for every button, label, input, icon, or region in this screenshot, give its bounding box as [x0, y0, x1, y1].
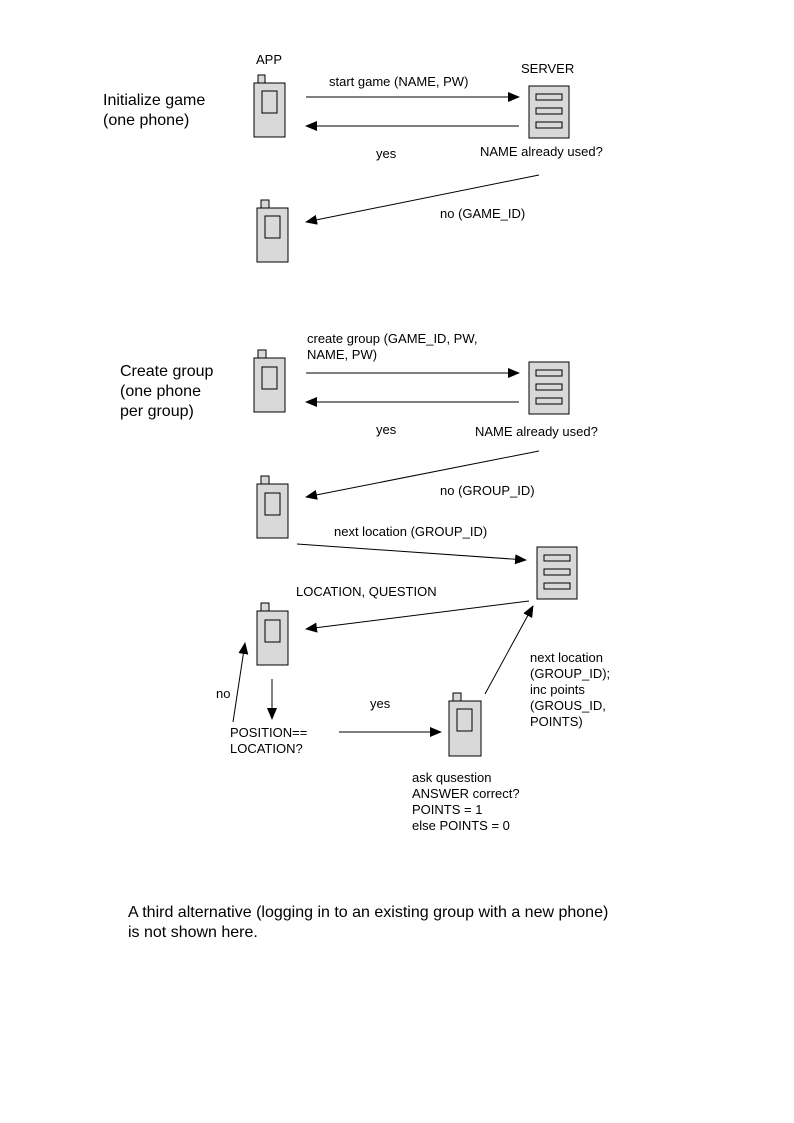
init-title: Initialize game (one phone) [103, 92, 206, 129]
server-icon [528, 361, 570, 415]
yes-label: yes [370, 696, 391, 711]
server-icon [536, 546, 578, 600]
phone-icon [253, 349, 286, 413]
arrow-location-question [305, 600, 530, 633]
arrow-no-game-id [305, 174, 540, 225]
yes-label: yes [376, 146, 397, 161]
next-location-label: next location (GROUP_ID) [334, 524, 488, 539]
position-check-label: POSITION== LOCATION? [230, 725, 308, 756]
no-label: no [216, 686, 231, 701]
server-icon [528, 85, 570, 139]
next-location-inc-points-label: next location (GROUP_ID); inc points (GR… [530, 650, 611, 729]
phone-icon [253, 74, 286, 138]
name-used-label: NAME already used? [475, 424, 598, 439]
phone-icon [256, 475, 289, 539]
footnote: A third alternative (logging in to an ex… [128, 904, 609, 941]
create-group-label: create group (GAME_ID, PW, NAME, PW) [307, 331, 478, 362]
arrow-next-location [296, 543, 527, 565]
start-game-label: start game (NAME, PW) [329, 74, 469, 89]
phone-icon [256, 602, 289, 666]
no-game-id-label: no (GAME_ID) [440, 206, 526, 221]
phone-icon [448, 692, 482, 757]
phone-icon [256, 199, 289, 263]
arrow-no-group-id [305, 450, 540, 500]
yes-label: yes [376, 422, 397, 437]
group-title: Create group (one phone per group) [120, 363, 214, 420]
server-label: SERVER [521, 61, 575, 76]
ask-question-label: ask qusestion ANSWER correct? POINTS = 1… [412, 770, 520, 833]
location-question-label: LOCATION, QUESTION [296, 584, 437, 599]
app-label: APP [256, 52, 283, 67]
arrow-to-server [484, 605, 534, 695]
no-group-id-label: no (GROUP_ID) [440, 483, 535, 498]
name-used-label: NAME already used? [480, 144, 603, 159]
arrow-no-up [232, 642, 249, 723]
